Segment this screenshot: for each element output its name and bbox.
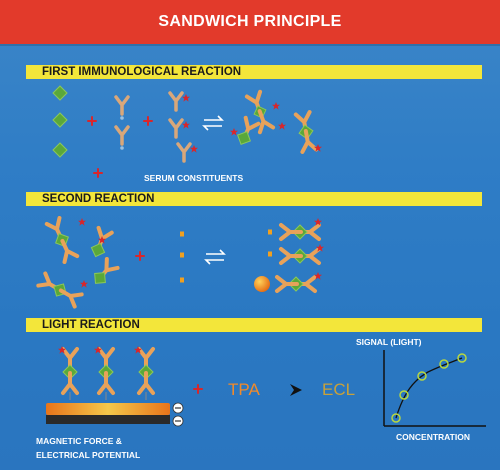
magnetic-bead [254, 276, 270, 292]
light-reaction-illustration [46, 346, 486, 427]
section-heading-light-reaction: LIGHT REACTION [26, 318, 482, 332]
plus-sign [135, 251, 145, 261]
tpa-label: TPA [228, 380, 260, 399]
magnet [46, 403, 170, 415]
magnet-label-line1: MAGNETIC FORCE & [36, 436, 122, 446]
antibody [114, 95, 130, 116]
section-heading-second-reaction: SECOND REACTION [26, 192, 482, 206]
serum-constituents-label: SERUM CONSTITUENTS [144, 173, 244, 183]
electrode-marks [172, 402, 184, 427]
bead [180, 277, 184, 283]
antigen [52, 112, 68, 128]
antigen [52, 142, 68, 158]
concentration-axis-label: CONCENTRATION [396, 432, 470, 442]
signal-axis-label: SIGNAL (LIGHT) [356, 337, 422, 347]
label-star [272, 102, 280, 110]
label-star [182, 94, 190, 102]
page-title: SANDWICH PRINCIPLE [0, 0, 500, 44]
ecl-label: ECL [322, 380, 356, 399]
plus-sign [193, 384, 203, 394]
section-heading-first-reaction: FIRST IMMUNOLOGICAL REACTION [26, 65, 482, 79]
antibody [114, 125, 130, 146]
label-star [278, 122, 286, 130]
antibody [176, 142, 192, 163]
label-star [230, 128, 238, 136]
plus-sign [93, 168, 103, 178]
plus-sign [87, 116, 97, 126]
second-reaction-illustration [36, 216, 324, 309]
label-star [80, 280, 88, 288]
data-point [457, 353, 467, 363]
bead [268, 251, 272, 257]
reaction-arrow [290, 384, 302, 396]
antibody [168, 91, 184, 112]
signal-curve [395, 357, 463, 419]
plus-sign [143, 116, 153, 126]
label-star [190, 145, 198, 153]
antigen [52, 85, 68, 101]
bead [180, 231, 184, 237]
label-star [78, 218, 86, 226]
data-point [439, 359, 449, 369]
label-star [182, 121, 190, 129]
data-point [399, 390, 409, 400]
bead [180, 252, 184, 258]
magnet-label-line2: ELECTRICAL POTENTIAL [36, 450, 141, 460]
data-point [417, 371, 427, 381]
antibody [168, 118, 184, 139]
magnet-base [46, 415, 170, 424]
bead [268, 229, 272, 235]
first-reaction-illustration [52, 85, 322, 178]
data-point [391, 413, 401, 423]
